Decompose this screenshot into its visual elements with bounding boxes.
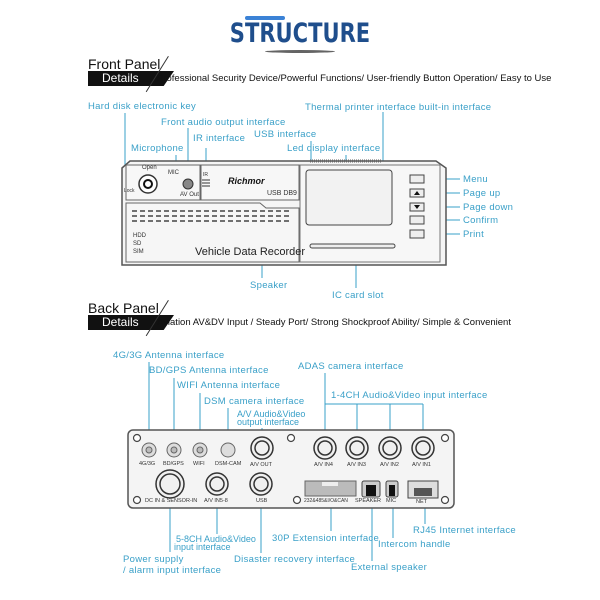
callout-av-in-5-8-line2: input interface: [174, 542, 231, 552]
ic-card-slot: [309, 243, 396, 249]
callout-disaster-recovery: Disaster recovery interface: [234, 554, 356, 565]
port-label-30p: 232&485&I/O&CAN: [304, 498, 348, 504]
callout-av-out-line2: output interface: [237, 417, 300, 427]
speaker-panel: [125, 202, 300, 263]
callout-dsm-camera: DSM camera interface: [204, 396, 305, 407]
lock-lock-label: Lock: [124, 188, 135, 194]
brand-module: [200, 164, 300, 201]
confirm-button: [409, 215, 425, 225]
av-out-jack: [182, 178, 194, 190]
port-label-wifi: WIFI: [193, 461, 205, 467]
lock-open-label: Open: [142, 165, 157, 171]
callout-adas-camera: ADAS camera interface: [298, 361, 404, 372]
callout-speaker: Speaker: [250, 280, 288, 291]
page-title: STRUCTURE: [229, 18, 371, 49]
callout-microphone: Microphone: [131, 143, 184, 154]
port-label-av-in4: A/V IN4: [314, 462, 333, 468]
callout-led-display: Led display interface: [287, 143, 381, 154]
led-display: [305, 169, 393, 226]
callout-usb: USB interface: [254, 129, 317, 140]
lock-key: [138, 174, 158, 194]
mic-label: MIC: [168, 170, 179, 176]
device-name: Vehicle Data Recorder: [195, 246, 306, 258]
port-label-av-in1: A/V IN1: [412, 462, 431, 468]
title-underline: [265, 50, 335, 53]
brand-logo: Richmor: [228, 176, 265, 186]
callout-ir: IR interface: [193, 133, 246, 144]
indicator-hdd: HDD: [133, 233, 146, 239]
port-label-usb: USB: [256, 498, 268, 504]
callout-hard-disk-key: Hard disk electronic key: [88, 101, 197, 112]
callout-power-line2: / alarm input interface: [123, 565, 222, 576]
usb-db9-label: USB DB9: [267, 190, 297, 197]
callout-external-speaker: External speaker: [351, 562, 428, 573]
callout-30p-extension: 30P Extension interface: [272, 533, 380, 544]
port-label-mic: MIC: [386, 498, 397, 504]
ir-label: IR: [203, 172, 208, 178]
front-panel-description: Professional Security Device/Powerful Fu…: [157, 73, 552, 84]
print-button: [409, 229, 425, 239]
av-out-label: AV Out: [180, 192, 199, 198]
port-label-av-in2: A/V IN2: [380, 462, 399, 468]
callout-av-in-5-8-line1: 5-8CH Audio&Video: [176, 534, 256, 544]
port-label-speaker: SPEAKER: [355, 498, 381, 504]
callout-menu: Menu: [463, 174, 488, 185]
callout-page-up: Page up: [463, 188, 501, 199]
callout-power-line1: Power supply: [123, 554, 184, 565]
callout-gps-antenna: BD/GPS Antenna interface: [149, 365, 269, 376]
callout-thermal-printer: Thermal printer interface built-in inter…: [305, 102, 492, 113]
callout-confirm: Confirm: [463, 215, 499, 226]
callout-intercom: Intercom handle: [378, 539, 451, 550]
callout-print: Print: [463, 229, 485, 240]
callout-4g-antenna: 4G/3G Antenna interface: [113, 350, 225, 361]
front-panel-heading: Front Panel: [88, 56, 161, 72]
port-dsm: [220, 442, 236, 458]
title-accent: [245, 16, 285, 20]
callout-wifi-antenna: WIFI Antenna interface: [177, 380, 281, 391]
port-label-net: NET: [416, 499, 427, 505]
indicator-sim: SIM: [133, 249, 144, 255]
back-panel-heading: Back Panel: [88, 300, 159, 316]
callout-rj45: RJ45 Internet interface: [413, 525, 517, 536]
callout-av-out-line1: A/V Audio&Video: [237, 409, 306, 419]
port-label-gps: BD/GPS: [163, 461, 184, 467]
callout-av-in-1-4: 1-4CH Audio&Video input interface: [331, 390, 488, 401]
port-label-av-out: A/V OUT: [250, 462, 273, 468]
callout-ic-card-slot: IC card slot: [332, 290, 384, 301]
back-panel-description: Aviation AV&DV Input / Steady Port/ Stro…: [157, 317, 511, 328]
port-30p: [304, 480, 357, 497]
callout-page-down: Page down: [463, 202, 514, 213]
port-label-av-in3: A/V IN3: [347, 462, 366, 468]
port-label-4g: 4G/3G: [139, 461, 156, 467]
menu-button: [409, 174, 425, 184]
port-label-dc-in: DC IN & SENSOR-IN: [145, 498, 198, 504]
port-label-dsm: DSM-CAM: [215, 461, 242, 467]
port-label-av-in5-8: A/V IN5-8: [204, 498, 228, 504]
indicator-sd: SD: [133, 241, 142, 247]
callout-front-audio: Front audio output interface: [161, 117, 286, 128]
